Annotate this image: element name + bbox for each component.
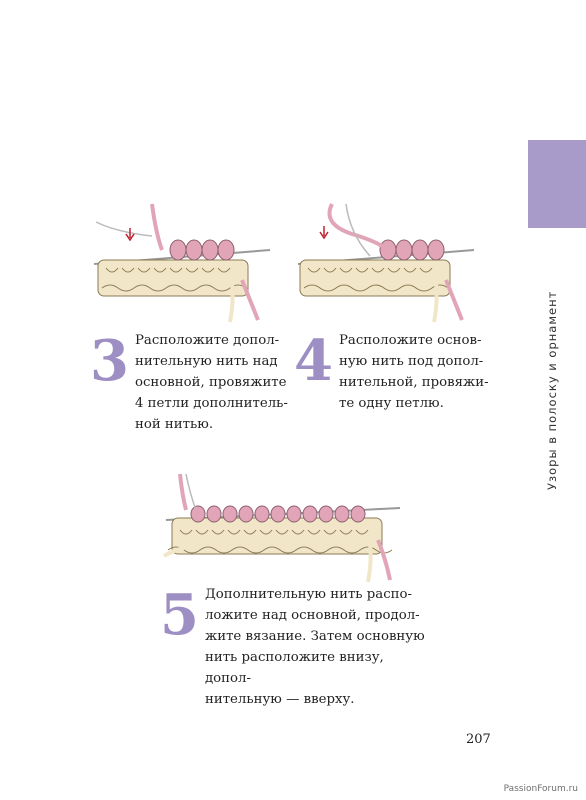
- watermark: PassionForum.ru: [503, 784, 578, 794]
- step-4: 4 Расположите основ- ную нить под допол-…: [294, 330, 494, 414]
- chapter-tab: [528, 140, 586, 228]
- knitting-illustration-step-3: [93, 203, 271, 323]
- page-number: 207: [466, 732, 491, 747]
- knitting-illustration-step-5: [162, 473, 401, 583]
- chapter-title: Узоры в полоску и орнамент: [545, 290, 559, 490]
- step-text: Расположите основ- ную нить под допол- н…: [338, 333, 489, 411]
- step-number: 5: [160, 582, 199, 648]
- step-3: 3 Расположите допол- нительную нить над …: [90, 330, 290, 435]
- step-text: Расположите допол- нительную нить над ос…: [134, 333, 288, 432]
- step-number: 3: [90, 328, 129, 394]
- step-5: 5 Дополнительную нить распо- ложите над …: [160, 584, 430, 710]
- step-number: 4: [294, 328, 333, 394]
- knitting-illustration-step-4: [297, 203, 475, 323]
- step-text: Дополнительную нить распо- ложите над ос…: [204, 587, 425, 707]
